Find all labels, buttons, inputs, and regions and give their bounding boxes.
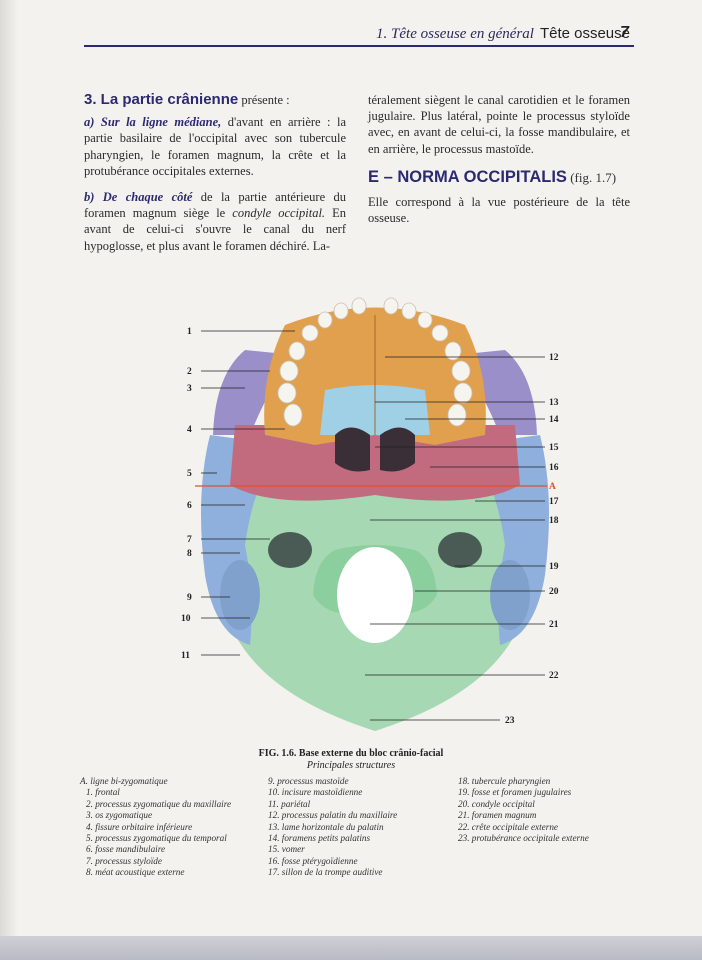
legend-item: 22. crête occipitale externe: [458, 821, 558, 832]
para-a-lead: a) Sur la ligne médiane,: [84, 115, 222, 130]
fig-label-2: 2: [187, 367, 192, 377]
legend-item: 1. frontal: [86, 787, 120, 798]
section-e-title: E – NORMA OCCIPITALIS: [368, 167, 567, 186]
page-binding-edge: [0, 0, 18, 960]
fig-label-18: 18: [549, 516, 559, 526]
legend-item: 5. processus zygomatique du temporal: [86, 833, 227, 844]
para-b-em: condyle occipital.: [232, 206, 326, 221]
left-column: 3. La partie crânienne présente : a) Sur…: [84, 91, 346, 264]
legend-column-3: 18. tubercule pharyngien 19. fosse et fo…: [458, 776, 589, 844]
legend-item: 17. sillon de la trompe auditive: [268, 867, 383, 878]
legend-item: 11. pariétal: [268, 798, 311, 809]
header-rule: [84, 45, 634, 47]
continuation-paragraph: téralement siègent le canal carotidien e…: [368, 93, 630, 156]
legend-item: 13. lame horizontale du palatin: [268, 821, 384, 832]
fig-label-16: 16: [549, 463, 559, 473]
choanae: [335, 427, 415, 472]
caption-title: FIG. 1.6. Base externe du bloc crânio-fa…: [258, 748, 444, 759]
teeth: [277, 297, 473, 427]
figure-caption: FIG. 1.6. Base externe du bloc crânio-fa…: [0, 748, 702, 771]
para-b-text2: En avant de celui-ci s'ouvre le canal du…: [84, 206, 346, 253]
fig-label-22: 22: [549, 671, 559, 681]
legend-item: 21. foramen magnum: [458, 810, 537, 821]
legend-item: 2. processus zygomatique du maxillaire: [86, 798, 232, 809]
legend-item: 19. fosse et foramen jugulaires: [458, 787, 572, 798]
header-section: 1. Tête osseuse en général: [376, 26, 534, 42]
fig-label-14: 14: [549, 415, 559, 425]
jugular-fossa-left: [268, 532, 312, 568]
fig-label-13: 13: [549, 398, 559, 408]
fig-label-21: 21: [549, 620, 559, 630]
legend-item: 18. tubercule pharyngien: [458, 776, 551, 786]
scan-bottom-strip: [0, 936, 702, 960]
legend-item: A. ligne bi-zygomatique: [80, 776, 168, 786]
para-a-text: d'avant en arrière : la partie basilaire…: [84, 115, 347, 178]
caption-subtitle: Principales structures: [306, 760, 396, 771]
legend-item: 23. protubérance occipitale externe: [458, 833, 589, 844]
section-3-heading: 3. La partie crânienne présente :: [84, 91, 346, 108]
fig-label-10: 10: [181, 614, 191, 624]
mastoid-left: [220, 560, 260, 630]
fig-label-19: 19: [549, 562, 559, 572]
legend-item: 20. condyle occipital: [458, 798, 535, 809]
fig-label-9: 9: [187, 593, 192, 603]
fig-label-3: 3: [187, 384, 192, 394]
legend-item: 6. fosse mandibulaire: [86, 844, 166, 855]
fig-label-A: A: [549, 482, 556, 492]
fig-label-11: 11: [181, 651, 190, 661]
running-header: 1. Tête osseuse en général Tête osseuse: [376, 25, 630, 43]
legend-item: 10. incisure mastoïdienne: [268, 787, 363, 798]
legend-item: 12. processus palatin du maxillaire: [268, 810, 398, 821]
legend-item: 3. os zygomatique: [86, 810, 153, 821]
mastoid-right: [490, 560, 530, 630]
legend-item: 7. processus styloïde: [86, 855, 162, 866]
legend-item: 16. fosse ptérygoïdienne: [268, 855, 358, 866]
section-e-text: Elle correspond à la vue postérieure de …: [368, 195, 630, 226]
heading-number: 3. La partie crânienne: [84, 91, 239, 108]
page-number: 7: [620, 24, 629, 41]
paragraph-b: b) De chaque côté de la partie antérieur…: [84, 189, 346, 254]
fig-label-12: 12: [549, 353, 559, 363]
header-title: Tête osseuse: [539, 25, 630, 42]
fig-label-4: 4: [187, 425, 192, 435]
para-b-text1: de la partie antérieure du foramen magnu…: [84, 190, 346, 221]
fig-label-5: 5: [187, 469, 192, 479]
right-column: téralement siègent le canal carotidien e…: [368, 92, 630, 236]
sphenoid-bone: [230, 425, 520, 501]
fig-label-23: 23: [505, 716, 515, 726]
skull-base-illustration: 1 2 3 4 5 6 7 8 9 10 11 12 13 14 15 16 A…: [181, 297, 559, 731]
fig-label-17: 17: [549, 497, 559, 507]
fig-label-7: 7: [187, 535, 192, 545]
fig-label-15: 15: [549, 443, 559, 453]
legend-column-2: 9. processus mastoïde 10. incisure masto…: [268, 776, 397, 879]
legend-column-1: A. ligne bi-zygomatique 1. frontal 2. pr…: [80, 776, 231, 879]
section-e-ref: (fig. 1.7): [566, 169, 617, 185]
fig-label-6: 6: [187, 501, 192, 511]
para-b-lead: b) De chaque côté: [84, 190, 193, 205]
fig-label-20: 20: [549, 587, 559, 597]
legend-item: 15. vomer: [268, 844, 305, 855]
fig-label-1: 1: [187, 327, 192, 337]
leader-lines: [201, 330, 545, 721]
legend-item: 14. foramens petits palatins: [268, 833, 371, 844]
jugular-fossa-right: [438, 532, 482, 568]
legend-item: 4. fissure orbitaire inférieure: [86, 821, 193, 832]
heading-rest: présente :: [238, 93, 290, 107]
paragraph-a: a) Sur la ligne médiane, d'avant en arri…: [84, 114, 346, 179]
legend-item: 8. méat acoustique externe: [86, 867, 185, 878]
fig-label-8: 8: [187, 549, 192, 559]
legend-item: 9. processus mastoïde: [268, 776, 349, 786]
section-e-heading: E – NORMA OCCIPITALIS (fig. 1.7): [368, 169, 630, 186]
foramen-magnum: [337, 547, 413, 643]
